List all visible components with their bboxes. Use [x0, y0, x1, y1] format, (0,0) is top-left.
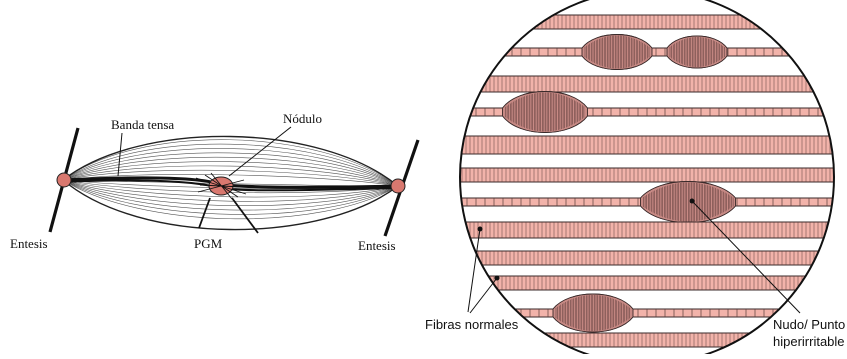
- right-enthesis-label: Entesis: [358, 238, 396, 253]
- muscle-diagram: Banda tensa Nódulo Entesis PGM Entesis: [10, 111, 418, 253]
- left-enthesis-circle: [57, 173, 71, 187]
- trigger-point-label: PGM: [194, 236, 223, 251]
- right-enthesis-circle: [391, 179, 405, 193]
- magnified-fibers-diagram: Fibras normales Nudo/ Punto hiperirritab…: [425, 0, 845, 354]
- normal-fibers-leader-2: [470, 278, 497, 313]
- normal-fibers-label: Fibras normales: [425, 317, 519, 332]
- knot-label-line-1: Nudo/ Punto: [773, 317, 845, 332]
- taut-band-label: Banda tensa: [111, 117, 174, 132]
- left-enthesis-label: Entesis: [10, 236, 48, 251]
- fiber-strip: [455, 15, 840, 29]
- nodule-label: Nódulo: [283, 111, 322, 126]
- knot-label-line-2: hiperirritable: [773, 334, 845, 349]
- nodule-leader: [229, 127, 291, 176]
- fiber-strips: [455, 0, 840, 354]
- trigger-point-leader-right: [232, 198, 258, 233]
- taut-band-leader: [118, 133, 122, 176]
